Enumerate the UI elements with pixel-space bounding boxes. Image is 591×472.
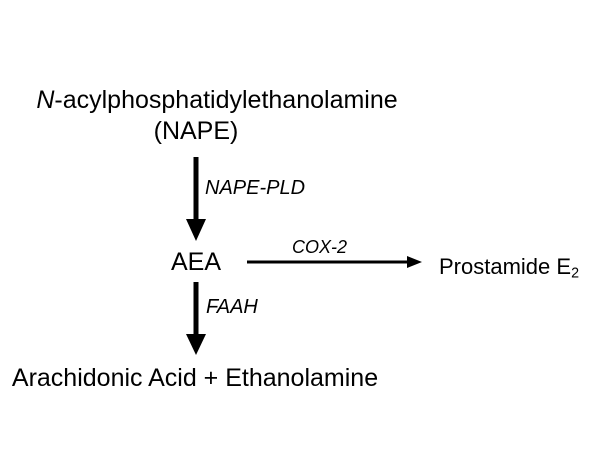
arrow-aea-to-prostamide <box>247 256 422 268</box>
prostamide-name: Prostamide E <box>439 254 572 279</box>
nape-abbrev: (NAPE) <box>153 117 239 145</box>
arrow-nape-to-aea <box>186 157 206 241</box>
enzyme-cox-2: COX-2 <box>292 237 348 257</box>
aea-label: AEA <box>170 248 222 276</box>
nape-prefix: N <box>36 86 55 114</box>
prostamide-subscript: 2 <box>571 265 580 282</box>
arrow-aea-to-products <box>186 282 206 355</box>
products-label: Arachidonic Acid + Ethanolamine <box>11 364 379 392</box>
enzyme-nape-pld: NAPE-PLD <box>205 177 306 199</box>
enzyme-faah: FAAH <box>206 296 258 318</box>
nape-label: N-acylphosphatidylethanolamine <box>36 88 397 113</box>
prostamide-label: Prostamide E2 <box>439 254 579 281</box>
nape-name: -acylphosphatidylethanolamine <box>54 86 398 114</box>
